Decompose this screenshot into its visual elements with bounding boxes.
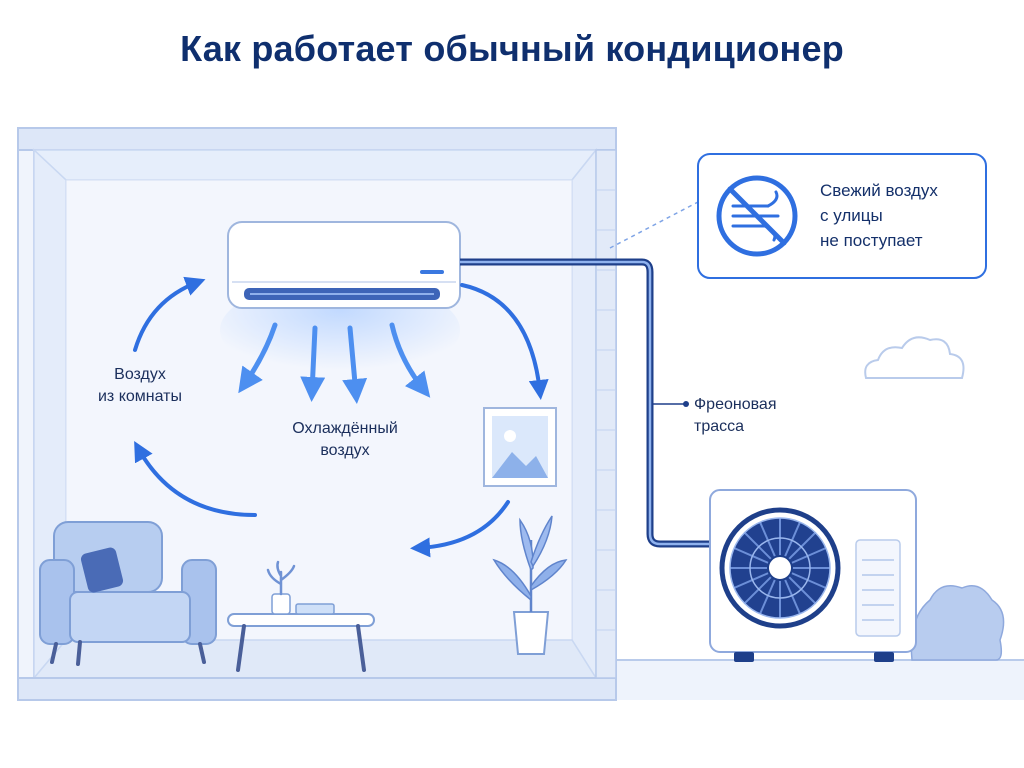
coffee-table <box>227 560 375 672</box>
cooled-air-arrows <box>238 322 431 404</box>
callout-line1: Свежий воздух <box>820 181 938 200</box>
freon-line1: Фреоновая <box>694 396 777 413</box>
freon-line2: трасса <box>694 418 745 435</box>
cooled-air-line1: Охлаждённый <box>292 420 398 437</box>
wall-picture <box>483 407 557 487</box>
room-air-label: Воздух из комнаты <box>80 364 200 408</box>
ground <box>605 659 1024 700</box>
callout-text: Свежий воздух с улицы не поступает <box>820 178 938 253</box>
potted-plant <box>492 515 568 655</box>
indoor-ac-unit <box>227 221 461 309</box>
circulation-arrows <box>133 276 549 558</box>
no-fresh-air-icon <box>716 175 798 257</box>
page-title: Как работает обычный кондиционер <box>180 28 844 69</box>
freon-pipe <box>460 258 712 548</box>
no-fresh-air-callout <box>697 153 987 279</box>
callout-connector <box>609 201 699 249</box>
room-air-line1: Воздух <box>114 366 166 383</box>
bush <box>910 585 1005 661</box>
cooled-air-label: Охлаждённый воздух <box>270 418 420 462</box>
cooled-air-line2: воздух <box>320 442 370 459</box>
callout-line2: с улицы <box>820 206 883 225</box>
freon-line-label: Фреоновая трасса <box>694 394 834 438</box>
callout-line3: не поступает <box>820 231 923 250</box>
room-air-line2: из комнаты <box>97 388 182 405</box>
armchair <box>39 521 217 666</box>
cloud-icon <box>864 336 965 379</box>
outdoor-ac-unit <box>709 489 917 662</box>
